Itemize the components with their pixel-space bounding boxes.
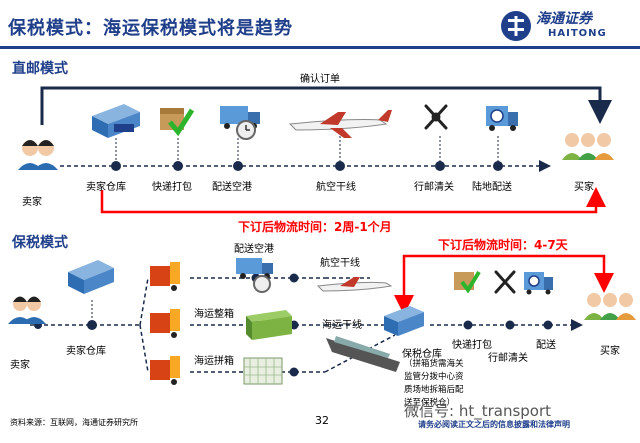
direct-buyer-label: 买家 [574, 182, 594, 193]
bonded-seller-warehouse-icon [68, 260, 114, 294]
bonded-section-label: 保税模式 [12, 235, 68, 251]
lcl-cargo-icon [243, 357, 283, 385]
bonded-step-delivery: 配送 [536, 340, 556, 351]
logo-text-cn: 海通证券 [536, 11, 592, 27]
sea-trunk-label: 海运干线 [322, 320, 362, 331]
bonded-step-pack: 快递打包 [452, 340, 492, 351]
bonded-ground-delivery-icon [524, 272, 553, 295]
direct-step-1: 卖家仓库 [86, 182, 126, 193]
note-line: 监管分拨中心资 [404, 372, 464, 382]
bonded-seller-label: 卖家 [10, 360, 30, 371]
bonded-truck-clock-icon [236, 258, 273, 293]
wechat-watermark: 微信号: ht_transport [404, 402, 552, 420]
bonded-time-arrow [402, 254, 614, 310]
ground-delivery-icon [486, 106, 518, 131]
bonded-airplane-icon [316, 277, 393, 292]
sea-full-label: 海运整箱 [194, 309, 234, 320]
bonded-step-customs: 行邮清关 [488, 353, 528, 364]
container-icon [246, 310, 292, 340]
note-line: （拼箱货需海关 [404, 359, 464, 369]
forklift-icon-1 [150, 262, 180, 291]
direct-step-4: 航空干线 [316, 182, 356, 193]
direct-flow-nodes [111, 161, 503, 171]
confirm-order-label: 确认订单 [300, 74, 340, 85]
bonded-customs-tools-icon [494, 270, 516, 294]
bonded-buyer-label: 买家 [600, 346, 620, 357]
slide-title: 保税模式：海运保税模式将是趋势 [8, 18, 293, 39]
direct-time-arrow [100, 187, 606, 214]
airplane-icon [288, 110, 392, 138]
sea-lcl-label: 海运拼箱 [194, 356, 234, 367]
air-trunk-label: 航空干线 [320, 258, 360, 269]
forklift-icon-2 [150, 309, 180, 338]
cargo-ship-icon [326, 336, 400, 372]
direct-step-2: 快递打包 [152, 182, 192, 193]
direct-seller-label: 卖家 [22, 197, 42, 208]
customs-tools-icon [424, 104, 448, 130]
forklift-icon-3 [150, 356, 180, 385]
title-rule [0, 46, 640, 49]
confirm-order-arrow [40, 86, 612, 125]
note-line: 送至保税仓） [404, 398, 456, 408]
source-note: 资料来源：互联网，海通证券研究所 [10, 418, 138, 427]
page-number: 32 [315, 414, 329, 427]
bonded-package-check-icon [454, 270, 481, 294]
bonded-warehouse-notes: （拼箱货需海关 监管分拨中心资 质场地拆箱后配 送至保税仓） [404, 358, 464, 410]
bonded-warehouse-label: 保税仓库 [402, 349, 442, 360]
bonded-seller-people-icon [8, 296, 46, 324]
direct-step-5: 行邮清关 [414, 182, 454, 193]
bonded-warehouse-icon [384, 306, 424, 336]
buyer-people-icon [562, 133, 614, 160]
bonded-branch-lines [139, 277, 583, 373]
bonded-buyer-people-icon [584, 293, 636, 320]
direct-time-note: 下订后物流时间：2周-1个月 [238, 220, 392, 234]
direct-section-label: 直邮模式 [12, 61, 68, 77]
bonded-time-note: 下订后物流时间：4-7天 [438, 238, 568, 252]
note-line: 质场地拆箱后配 [404, 385, 464, 395]
warehouse-icon [92, 104, 140, 138]
direct-step-6: 陆地配送 [472, 182, 512, 193]
legal-notice: 请务必阅读正文之后的信息披露和法律声明 [418, 420, 570, 429]
package-check-icon [160, 108, 195, 137]
bonded-seller-warehouse-label: 卖家仓库 [66, 346, 106, 357]
logo-text-en: HAITONG [548, 28, 607, 39]
truck-clock-icon [220, 106, 260, 140]
direct-step-3: 配送空港 [212, 182, 252, 193]
haitong-logo [501, 11, 531, 41]
seller-people-icon [18, 140, 58, 170]
air-delivery-label: 配送空港 [234, 244, 274, 255]
